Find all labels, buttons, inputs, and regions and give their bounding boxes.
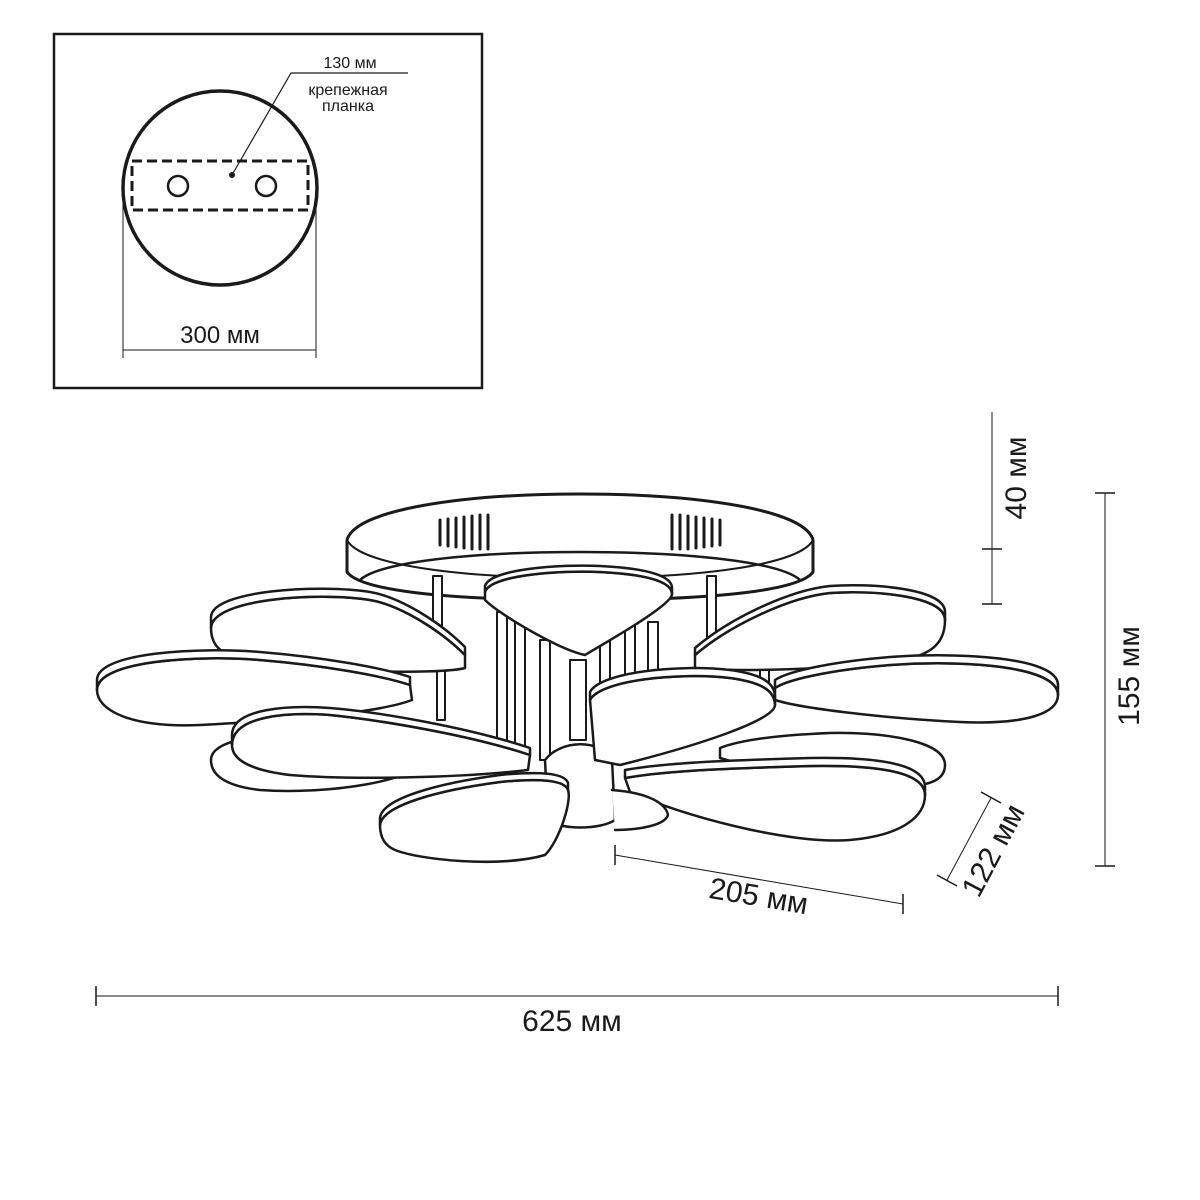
mounting-hole-right — [254, 174, 278, 198]
base-diameter-label: 300 мм — [180, 322, 260, 349]
dim-122-tick-bottom — [936, 874, 958, 887]
vent-right — [670, 513, 722, 551]
plate-name-line1: крепежная — [308, 82, 387, 99]
mounting-inset: 130 мм крепежная планка 300 мм — [52, 32, 484, 390]
hub-front-disc — [610, 788, 670, 832]
arm-right-outer — [773, 654, 1060, 724]
vent-left — [438, 513, 490, 551]
mounting-hole-left — [166, 174, 190, 198]
lamp-body — [95, 492, 1060, 864]
arm-width-label: 122 мм — [956, 799, 1032, 902]
leader-line — [231, 72, 408, 176]
dimension-total-height: 155 мм — [1095, 492, 1146, 867]
base-height-label: 40 мм — [1000, 437, 1033, 520]
dim-122-line — [946, 797, 992, 881]
dimension-arm-width: 122 мм — [936, 791, 1032, 902]
dimension-base-height: 40 мм — [982, 412, 1033, 605]
plate-size-label: 130 мм — [323, 55, 376, 72]
arm-left-middle — [230, 705, 532, 779]
inset-frame — [52, 32, 484, 390]
total-width-label: 625 мм — [522, 1005, 622, 1038]
dim-205-line — [614, 854, 904, 905]
arm-length-label: 205 мм — [707, 872, 811, 921]
base-circle — [121, 89, 319, 287]
dimension-total-width: 625 мм — [95, 986, 1059, 1038]
dimension-arm-length: 205 мм — [614, 845, 904, 921]
total-height-label: 155 мм — [1113, 626, 1146, 726]
plate-name-line2: планка — [322, 98, 374, 115]
arm-right-front — [623, 756, 927, 842]
dim-122-tick-top — [980, 791, 1002, 804]
mounting-plate — [130, 159, 310, 212]
arm-center-right — [588, 666, 777, 767]
arm-center-front — [378, 771, 571, 864]
arm-center-top — [483, 564, 674, 657]
